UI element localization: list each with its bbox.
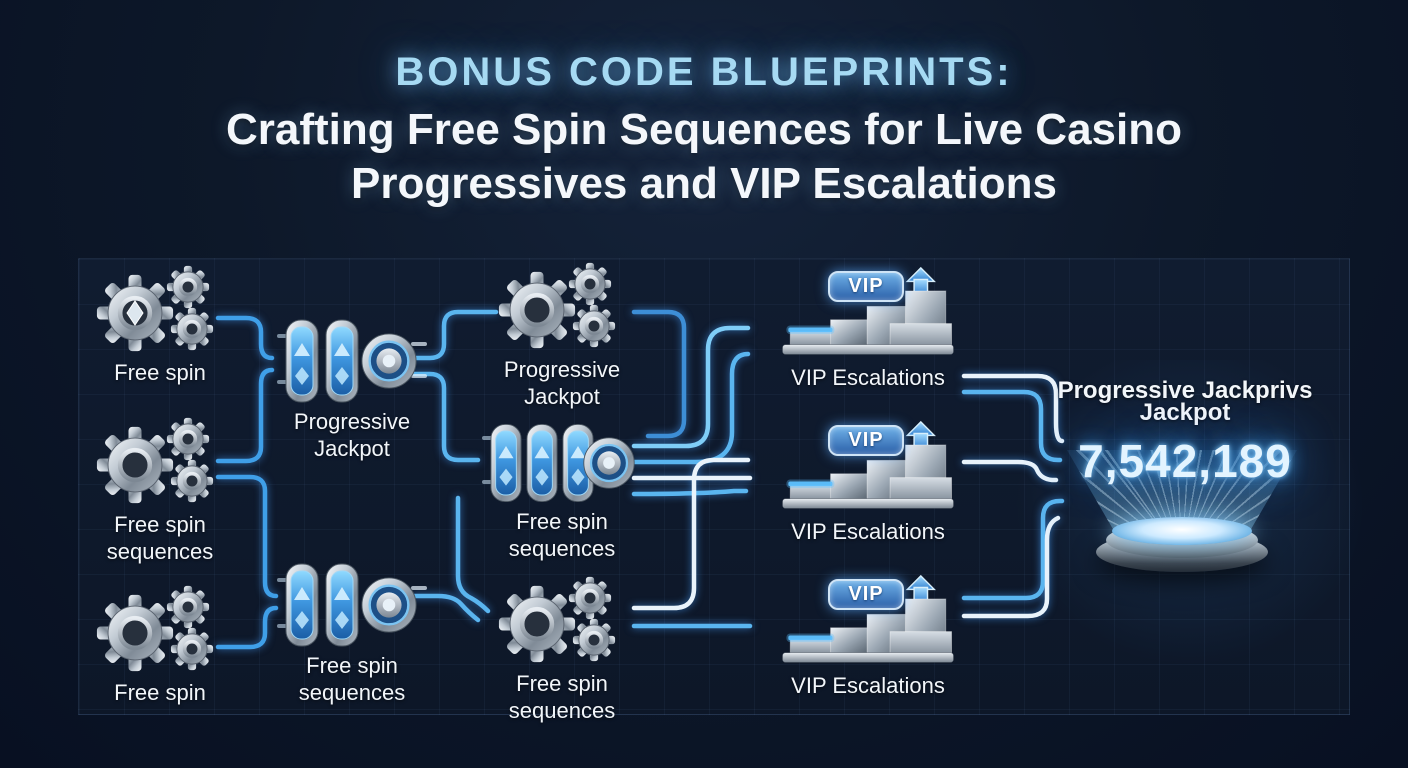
node-free-spin-sequences-reel3: Free spin sequences xyxy=(472,420,652,562)
node-progressive-jackpot-gears: Progressive Jackpot xyxy=(472,262,652,410)
slot-reel-icon xyxy=(482,423,636,503)
gears-icon xyxy=(95,265,214,357)
node-label: Free spin xyxy=(114,360,206,385)
jackpot-display: Progressive Jackprivs Jackpot 7,542,189 xyxy=(1030,377,1340,488)
jackpot-title: Progressive Jackprivs Jackpot xyxy=(1057,377,1313,426)
vip-badge: VIP xyxy=(828,271,904,302)
node-vip-escalations-3: VIP VIP Escalations xyxy=(768,574,968,699)
vip-stairs-icon xyxy=(782,266,954,355)
node-label: Free spin sequences xyxy=(508,671,616,723)
node-progressive-jackpot-reel: Progressive Jackpot xyxy=(262,316,442,462)
node-vip-escalations-1: VIP VIP Escalations xyxy=(768,266,968,391)
header: BONUS CODE BLUEPRINTS: Crafting Free Spi… xyxy=(0,50,1408,211)
vip-badge: VIP xyxy=(828,425,904,456)
node-vip-escalations-2: VIP VIP Escalations xyxy=(768,420,968,545)
slot-reel-icon xyxy=(277,563,427,647)
page-title: Crafting Free Spin Sequences for Live Ca… xyxy=(0,103,1408,211)
title-line-2: Progressives and VIP Escalations xyxy=(351,159,1057,208)
slot-reel-icon xyxy=(277,319,427,403)
node-label: Free spin sequences xyxy=(508,509,616,561)
title-line-1: Crafting Free Spin Sequences for Live Ca… xyxy=(226,105,1182,154)
node-label: Free spin sequences xyxy=(298,653,406,705)
node-free-spin-sequences-1: Free spin sequences xyxy=(70,417,250,565)
vip-stairs-icon xyxy=(782,420,954,509)
node-free-spin-sequences-reel: Free spin sequences xyxy=(262,560,442,706)
node-label: Free spin sequences xyxy=(106,512,214,564)
node-label: Progressive Jackpot xyxy=(293,409,411,461)
jackpot-pedestal xyxy=(1096,514,1268,572)
node-label: Progressive Jackpot xyxy=(503,357,621,409)
vip-badge: VIP xyxy=(828,579,904,610)
gears-icon xyxy=(95,417,214,509)
node-label: VIP Escalations xyxy=(791,365,945,390)
gears-icon xyxy=(497,576,616,668)
gears-icon xyxy=(95,585,214,677)
node-label: VIP Escalations xyxy=(791,673,945,698)
vip-stairs-icon xyxy=(782,574,954,663)
node-free-spin-2: Free spin xyxy=(70,585,250,706)
jackpot-value: 7,542,189 xyxy=(1078,435,1292,487)
node-label: VIP Escalations xyxy=(791,519,945,544)
gears-icon xyxy=(497,262,616,354)
node-free-spin-1: Free spin xyxy=(70,265,250,386)
node-label: Free spin xyxy=(114,680,206,705)
node-free-spin-sequences-gears: Free spin sequences xyxy=(472,576,652,724)
kicker-title: BONUS CODE BLUEPRINTS: xyxy=(395,50,1013,94)
